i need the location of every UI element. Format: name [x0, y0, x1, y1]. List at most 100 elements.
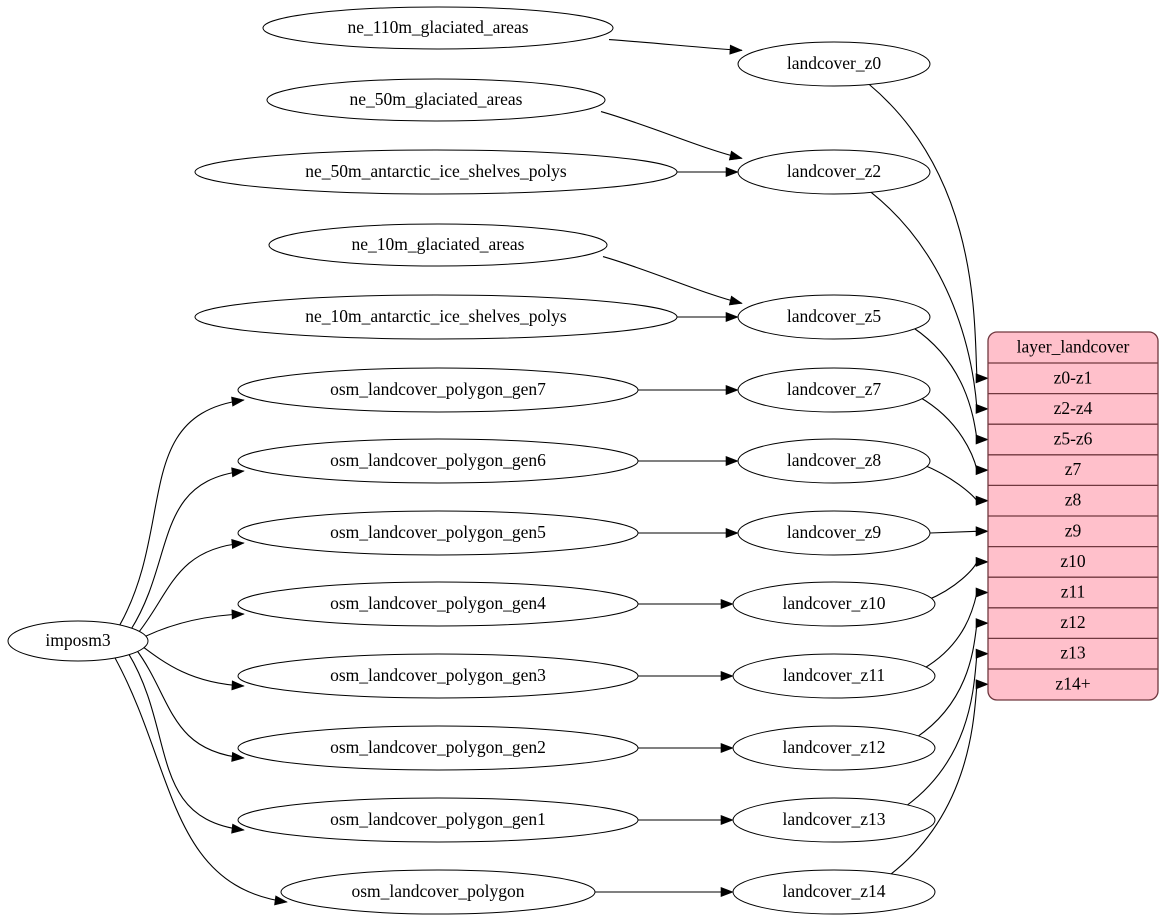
node-shape-landcover_z14[interactable] — [732, 869, 936, 915]
node-osm_landcover_polygon_gen4[interactable]: osm_landcover_polygon_gen4 — [237, 581, 639, 627]
node-landcover_z8[interactable]: landcover_z8 — [737, 438, 931, 484]
edge-landcover_z2-to-record-arrowhead — [975, 403, 989, 414]
edge-landcover_z9-to-record — [929, 530, 978, 534]
node-shape-landcover_z12[interactable] — [732, 725, 936, 771]
edge-ne_10m_antarctic_ice_shelves_polys-to-landcover_z5-arrowhead — [725, 311, 739, 323]
node-landcover_z14[interactable]: landcover_z14 — [732, 869, 936, 915]
node-shape-imposm3[interactable] — [7, 620, 149, 662]
edge-landcover_z7-to-record-arrowhead — [975, 465, 989, 476]
node-shape-osm_landcover_polygon_gen5[interactable] — [237, 510, 639, 556]
node-shape-osm_landcover_polygon_gen1[interactable] — [237, 797, 639, 843]
edge-landcover_z11-to-record-arrowhead — [975, 587, 989, 598]
edge-imposm3-to-osm_landcover_polygon_gen4-arrowhead — [231, 609, 245, 620]
node-landcover_z12[interactable]: landcover_z12 — [732, 725, 936, 771]
node-osm_landcover_polygon[interactable]: osm_landcover_polygon — [280, 869, 596, 915]
node-shape-ne_10m_glaciated_areas[interactable] — [268, 223, 608, 267]
edge-landcover_z8-to-record-arrowhead — [975, 495, 989, 506]
node-ne_10m_antarctic_ice_shelves_polys[interactable]: ne_10m_antarctic_ice_shelves_polys — [194, 294, 678, 340]
node-shape-landcover_z8[interactable] — [737, 438, 931, 484]
edge-landcover_z14-to-record-arrowhead — [975, 679, 989, 690]
node-osm_landcover_polygon_gen1[interactable]: osm_landcover_polygon_gen1 — [237, 797, 639, 843]
node-shape-osm_landcover_polygon[interactable] — [280, 869, 596, 915]
edge-osm_landcover_polygon_gen5-to-landcover_z9-arrowhead — [725, 527, 739, 539]
edge-osm_landcover_polygon_gen7-to-landcover_z7-arrowhead — [725, 384, 739, 396]
node-shape-ne_50m_glaciated_areas[interactable] — [266, 78, 606, 122]
node-shape-osm_landcover_polygon_gen6[interactable] — [237, 438, 639, 484]
node-shape-osm_landcover_polygon_gen2[interactable] — [237, 725, 639, 771]
node-landcover_z2[interactable]: landcover_z2 — [737, 149, 931, 195]
node-osm_landcover_polygon_gen7[interactable]: osm_landcover_polygon_gen7 — [237, 367, 639, 413]
node-landcover_z5[interactable]: landcover_z5 — [737, 294, 931, 340]
node-shape-ne_110m_glaciated_areas[interactable] — [262, 6, 614, 50]
node-shape-landcover_z13[interactable] — [732, 797, 936, 843]
edge-osm_landcover_polygon_gen2-to-landcover_z12-arrowhead — [720, 742, 734, 754]
edge-imposm3-to-osm_landcover_polygon_gen7 — [119, 399, 245, 626]
edge-imposm3-to-osm_landcover_polygon_gen2 — [135, 648, 245, 759]
node-ne_10m_glaciated_areas[interactable]: ne_10m_glaciated_areas — [268, 223, 608, 267]
node-landcover_z0[interactable]: landcover_z0 — [737, 41, 931, 87]
edge-landcover_z13-to-record-arrowhead — [975, 648, 989, 659]
record-table-layer: layer_landcoverz0-z1z2-z4z5-z6z7z8z9z10z… — [987, 331, 1159, 701]
node-osm_landcover_polygon_gen6[interactable]: osm_landcover_polygon_gen6 — [237, 438, 639, 484]
node-ne_50m_antarctic_ice_shelves_polys[interactable]: ne_50m_antarctic_ice_shelves_polys — [194, 149, 678, 195]
node-shape-osm_landcover_polygon_gen7[interactable] — [237, 367, 639, 413]
node-shape-ne_50m_antarctic_ice_shelves_polys[interactable] — [194, 149, 678, 195]
edge-imposm3-to-osm_landcover_polygon_gen7-arrowhead — [231, 396, 245, 407]
node-osm_landcover_polygon_gen2[interactable]: osm_landcover_polygon_gen2 — [237, 725, 639, 771]
node-shape-osm_landcover_polygon_gen4[interactable] — [237, 581, 639, 627]
edge-ne_50m_glaciated_areas-to-landcover_z2-arrowhead — [728, 150, 743, 161]
edge-landcover_z10-to-record-arrowhead — [975, 556, 989, 567]
record-table-layer_landcover[interactable]: layer_landcoverz0-z1z2-z4z5-z6z7z8z9z10z… — [987, 331, 1159, 701]
node-osm_landcover_polygon_gen3[interactable]: osm_landcover_polygon_gen3 — [237, 653, 639, 699]
edge-landcover_z9-to-record-arrowhead — [975, 526, 989, 537]
node-ne_50m_glaciated_areas[interactable]: ne_50m_glaciated_areas — [266, 78, 606, 122]
node-shape-landcover_z7[interactable] — [737, 367, 931, 413]
edge-imposm3-to-osm_landcover_polygon — [114, 657, 288, 903]
edge-landcover_z2-to-record — [870, 191, 978, 409]
node-landcover_z9[interactable]: landcover_z9 — [737, 510, 931, 556]
edge-landcover_z14-to-record — [890, 684, 978, 875]
edge-osm_landcover_polygon_gen3-to-landcover_z11-arrowhead — [720, 670, 734, 682]
edge-imposm3-to-osm_landcover_polygon_gen5-arrowhead — [231, 539, 245, 550]
edge-landcover_z0-to-record-arrowhead — [975, 373, 989, 384]
node-osm_landcover_polygon_gen5[interactable]: osm_landcover_polygon_gen5 — [237, 510, 639, 556]
edge-ne_110m_glaciated_areas-to-landcover_z0-arrowhead — [729, 44, 743, 55]
node-ne_110m_glaciated_areas[interactable]: ne_110m_glaciated_areas — [262, 6, 614, 50]
edge-landcover_z5-to-record — [912, 326, 978, 440]
edge-landcover_z11-to-record — [922, 592, 978, 670]
edge-imposm3-to-osm_landcover_polygon_gen3-arrowhead — [231, 680, 245, 691]
edge-osm_landcover_polygon_gen4-to-landcover_z10-arrowhead — [720, 598, 734, 610]
node-landcover_z13[interactable]: landcover_z13 — [732, 797, 936, 843]
nodes-layer: imposm3 ne_110m_glaciated_areas ne_50m_gla… — [7, 6, 936, 915]
node-imposm3[interactable]: imposm3 — [7, 620, 149, 662]
edge-landcover_z12-to-record-arrowhead — [975, 618, 989, 629]
node-landcover_z7[interactable]: landcover_z7 — [737, 367, 931, 413]
edge-landcover_z5-to-record-arrowhead — [975, 434, 989, 445]
edge-imposm3-to-osm_landcover_polygon_gen1 — [127, 652, 245, 831]
edge-landcover_z12-to-record — [916, 623, 978, 738]
edge-ne_10m_glaciated_areas-to-landcover_z5-arrowhead — [728, 295, 743, 306]
edge-imposm3-to-osm_landcover_polygon-arrowhead — [274, 895, 288, 906]
edge-landcover_z0-to-record — [868, 83, 978, 379]
node-shape-landcover_z5[interactable] — [737, 294, 931, 340]
edge-osm_landcover_polygon_gen1-to-landcover_z13-arrowhead — [720, 814, 734, 826]
node-shape-landcover_z11[interactable] — [732, 653, 936, 699]
edge-imposm3-to-osm_landcover_polygon_gen2-arrowhead — [231, 751, 245, 762]
node-shape-landcover_z9[interactable] — [737, 510, 931, 556]
node-landcover_z10[interactable]: landcover_z10 — [732, 581, 936, 627]
node-shape-landcover_z0[interactable] — [737, 41, 931, 87]
node-shape-landcover_z10[interactable] — [732, 581, 936, 627]
edge-imposm3-to-osm_landcover_polygon_gen3 — [138, 643, 245, 687]
node-shape-osm_landcover_polygon_gen3[interactable] — [237, 653, 639, 699]
edge-imposm3-to-osm_landcover_polygon_gen5 — [136, 542, 245, 636]
edge-landcover_z10-to-record — [926, 561, 978, 601]
edge-osm_landcover_polygon_gen6-to-landcover_z8-arrowhead — [725, 455, 739, 467]
edge-landcover_z13-to-record — [905, 653, 978, 807]
edge-ne_110m_glaciated_areas-to-landcover_z0 — [608, 39, 743, 51]
node-landcover_z11[interactable]: landcover_z11 — [732, 653, 936, 699]
node-shape-ne_10m_antarctic_ice_shelves_polys[interactable] — [194, 294, 678, 340]
node-shape-landcover_z2[interactable] — [737, 149, 931, 195]
edge-imposm3-to-osm_landcover_polygon_gen1-arrowhead — [231, 823, 245, 834]
edges-layer — [114, 39, 989, 906]
